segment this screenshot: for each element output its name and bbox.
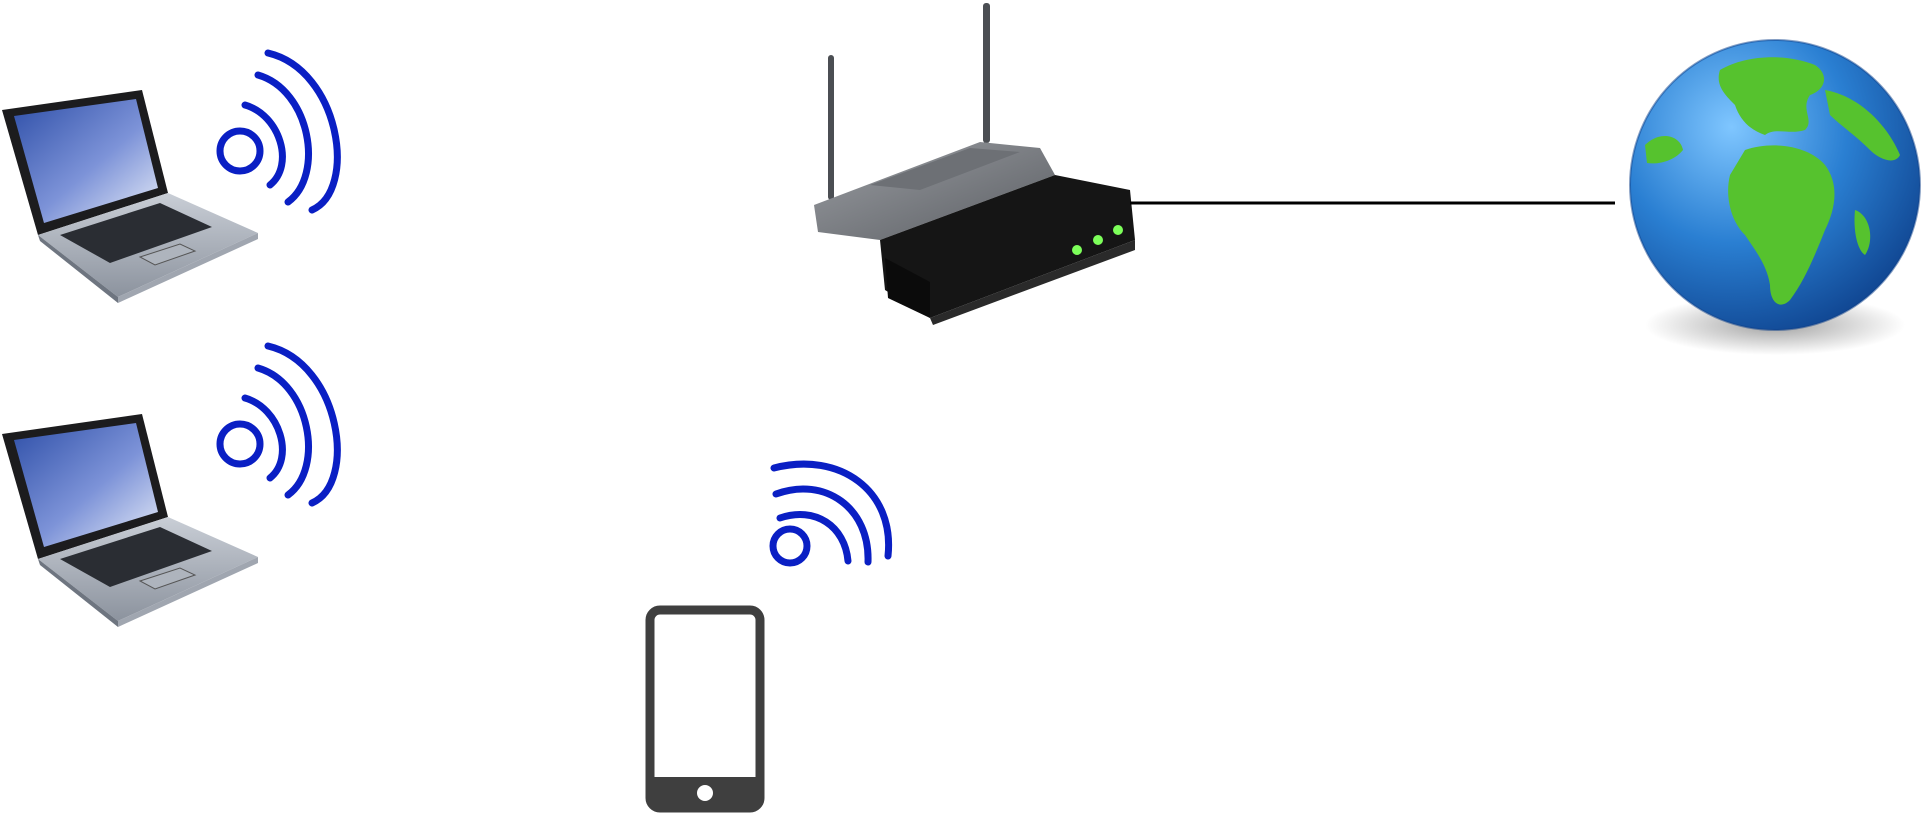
wifi-icon [216,342,341,507]
globe-icon [1629,39,1921,355]
router [800,0,1135,325]
wifi-signal-laptop-2 [210,338,360,513]
wifi-signal-laptop-1 [210,45,360,220]
laptop-icon [2,414,258,627]
wireless-router-icon [814,3,1135,325]
wifi-signal-smartphone [760,446,900,576]
laptop-2 [0,408,270,630]
link-router-internet [1130,201,1615,205]
internet [1625,35,1924,365]
laptop-1 [0,85,270,305]
wired-link-line [1130,201,1615,205]
smartphone [645,605,765,813]
laptop-icon [2,90,258,303]
wifi-icon [216,49,341,214]
wifi-icon [769,460,893,567]
smartphone-icon [645,605,765,813]
